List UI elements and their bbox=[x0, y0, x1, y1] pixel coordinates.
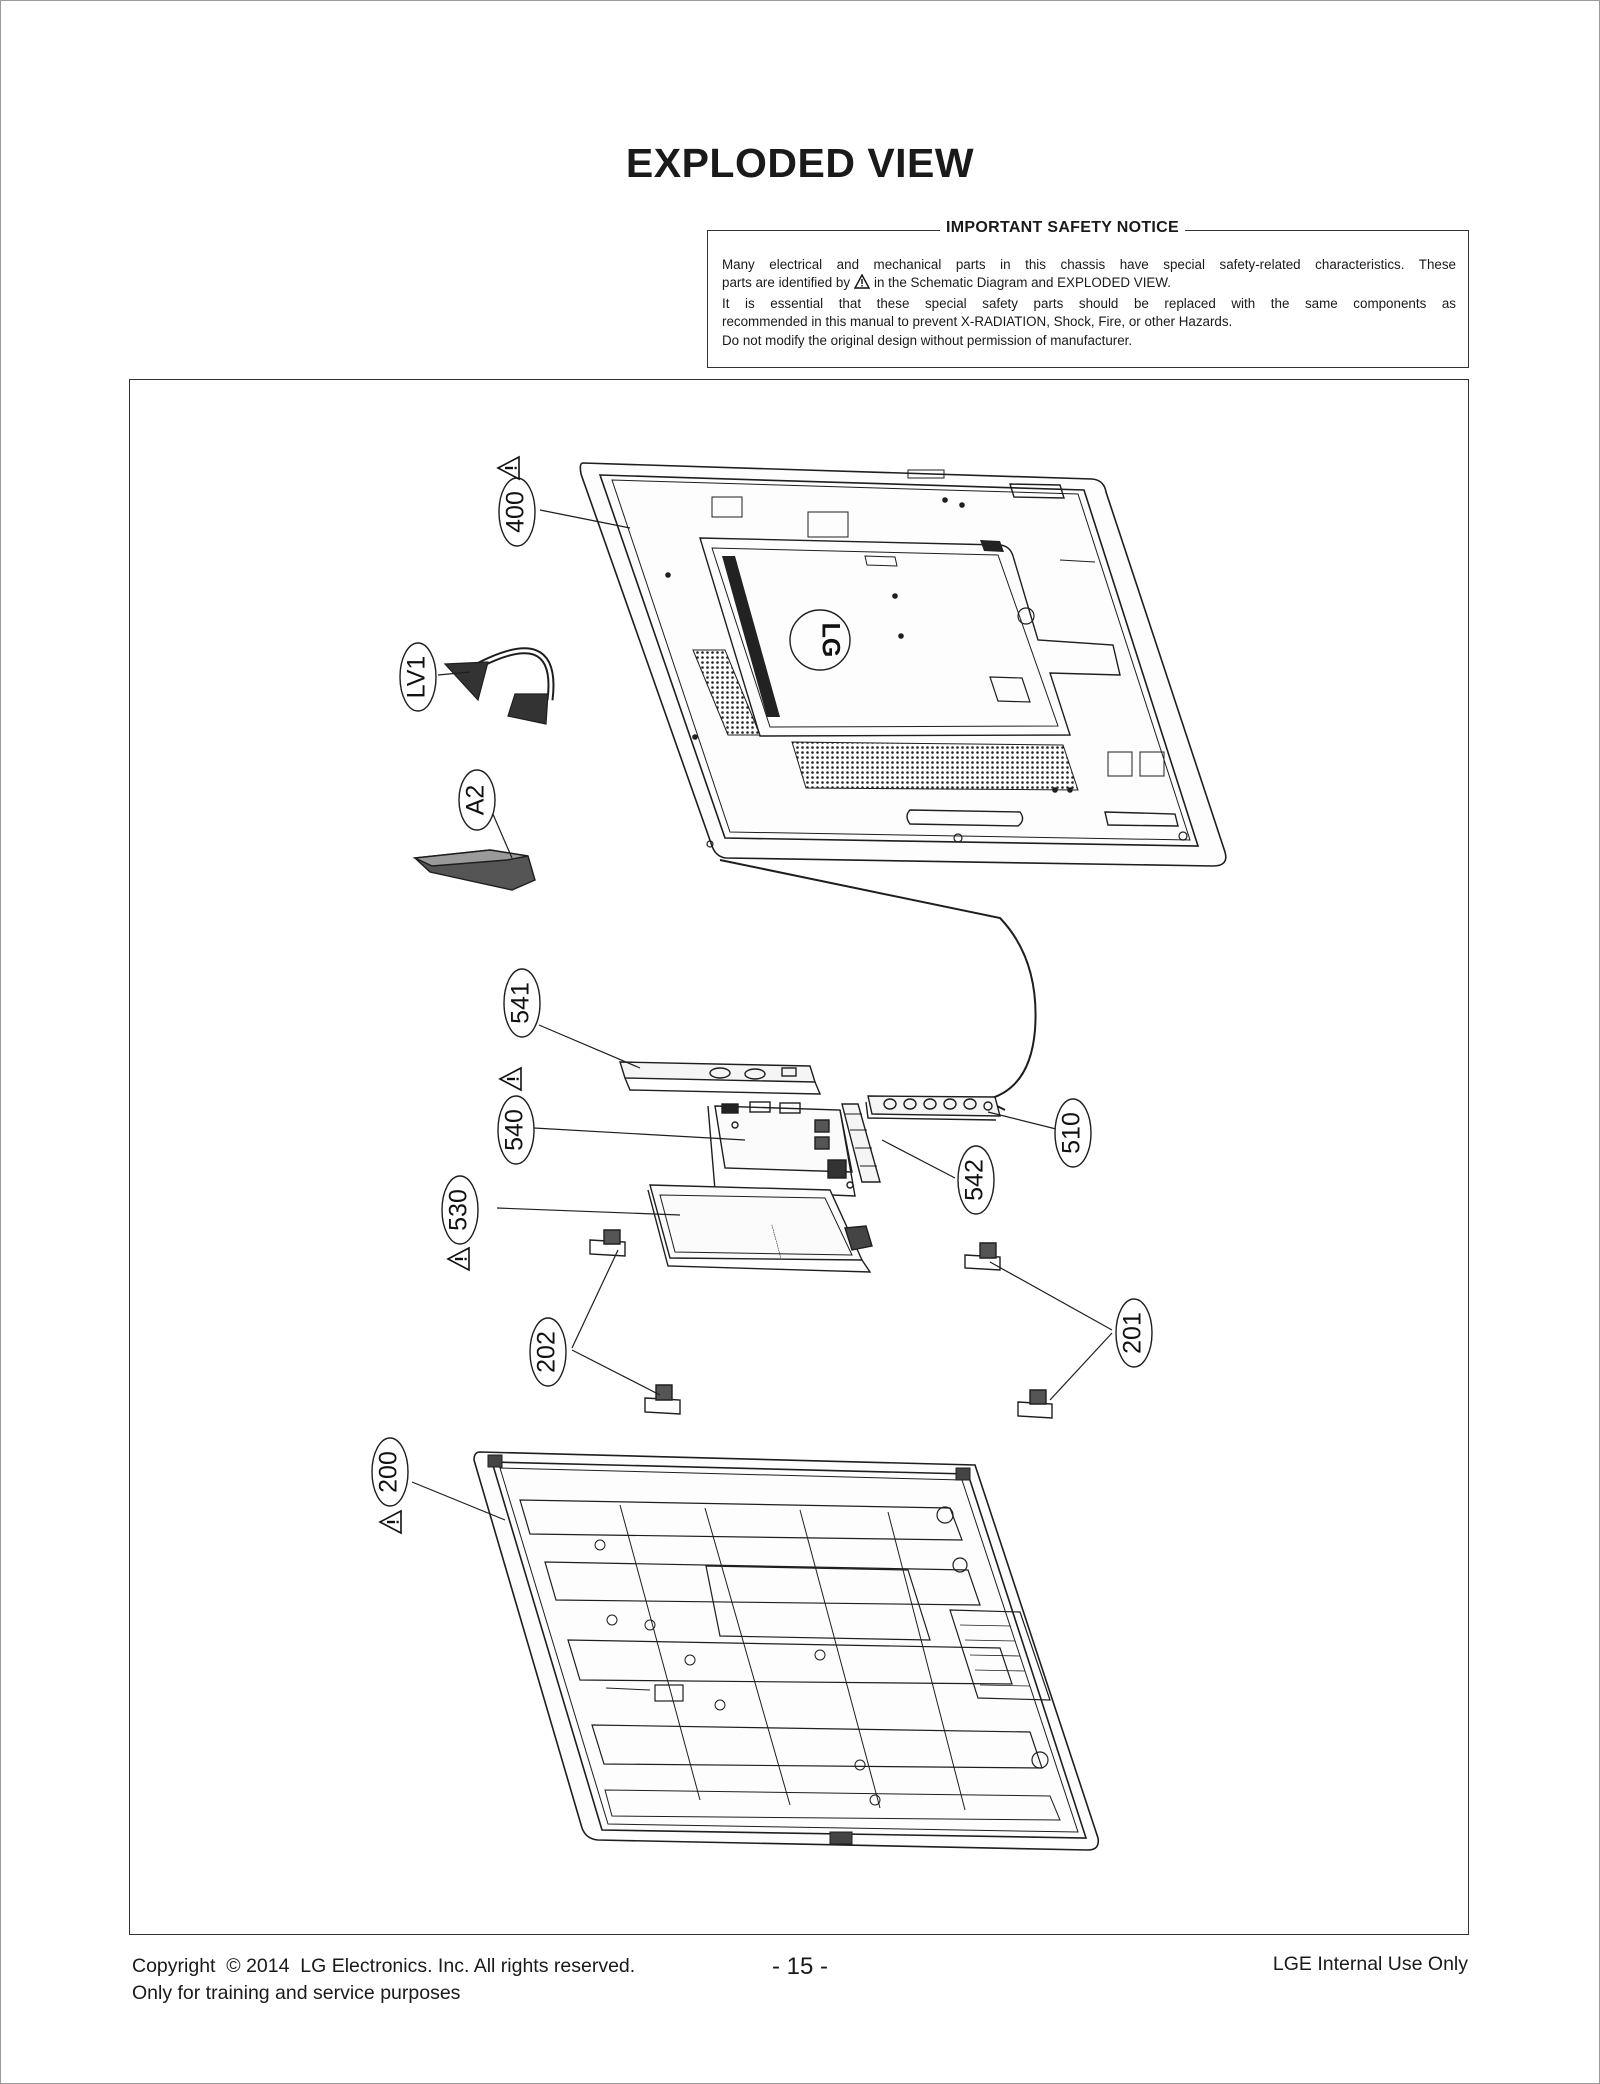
callout-540: 540 bbox=[497, 1095, 535, 1165]
notice-line-2-after: in the Schematic Diagram and EXPLODED VI… bbox=[874, 275, 1171, 291]
callout-540-label: 540 bbox=[501, 1109, 529, 1151]
callout-201-label: 201 bbox=[1119, 1312, 1147, 1354]
callout-541: 541 bbox=[503, 968, 541, 1038]
footer-left: Copyright © 2014 LG Electronics. Inc. Al… bbox=[132, 1953, 635, 2007]
footer-internal: LGE Internal Use Only bbox=[1272, 1953, 1468, 1975]
notice-line-1: Many electrical and mechanical parts in … bbox=[722, 257, 1456, 272]
main-board-540 bbox=[707, 1101, 856, 1197]
callout-lv1-label: LV1 bbox=[403, 656, 431, 699]
warning-triangle-icon bbox=[447, 1247, 470, 1271]
panel-logo: LG bbox=[816, 623, 844, 658]
leader-lines bbox=[411, 509, 1113, 1521]
notice-line-3: It is essential that these special safet… bbox=[722, 295, 1456, 311]
bracket-202-upper bbox=[589, 1229, 626, 1257]
callout-541-label: 541 bbox=[507, 982, 535, 1024]
cable-lv1 bbox=[443, 647, 555, 725]
callout-202: 202 bbox=[529, 1317, 567, 1387]
page-title: EXPLODED VIEW bbox=[625, 140, 975, 186]
warning-triangle-icon bbox=[853, 273, 871, 294]
warning-triangle-icon bbox=[499, 1067, 522, 1091]
callout-lv1: LV1 bbox=[399, 642, 437, 712]
callout-400: 400 bbox=[498, 477, 536, 547]
callout-510: 510 bbox=[1054, 1098, 1092, 1168]
callout-530: 530 bbox=[441, 1175, 479, 1245]
notice-line-2: parts are identified by in the Schematic … bbox=[722, 273, 1456, 294]
notice-line-5: Do not modify the original design withou… bbox=[722, 332, 1133, 348]
callout-530-label: 530 bbox=[445, 1189, 473, 1231]
bracket-202-lower bbox=[644, 1384, 681, 1415]
callout-200: 200 bbox=[371, 1437, 409, 1507]
back-cover-400 bbox=[579, 462, 1227, 1111]
power-board-530: --------------- bbox=[647, 1184, 873, 1273]
footer-purpose: Only for training and service purposes bbox=[132, 1982, 461, 2004]
warning-triangle-icon bbox=[379, 1510, 402, 1534]
stand-base-a2 bbox=[412, 849, 536, 891]
footer-page-number: - 15 - bbox=[771, 1953, 828, 1980]
callout-a2: A2 bbox=[458, 769, 496, 831]
callout-542-label: 542 bbox=[961, 1159, 989, 1201]
notice-line-2-before: parts are identified by bbox=[722, 275, 851, 291]
callout-201: 201 bbox=[1115, 1298, 1153, 1368]
callout-542: 542 bbox=[957, 1145, 995, 1215]
warning-triangle-icon bbox=[497, 456, 520, 480]
callout-202-label: 202 bbox=[533, 1331, 561, 1373]
bracket-201-upper bbox=[964, 1242, 1001, 1271]
safety-notice-heading: IMPORTANT SAFETY NOTICE bbox=[940, 219, 1185, 237]
callout-200-label: 200 bbox=[375, 1451, 403, 1493]
board-542 bbox=[841, 1103, 881, 1183]
callout-a2-label: A2 bbox=[462, 785, 490, 816]
notice-line-4: recommended in this manual to prevent X-… bbox=[722, 314, 1233, 330]
footer-copyright: Copyright © 2014 LG Electronics. Inc. Al… bbox=[132, 1955, 636, 1977]
control-panel-510 bbox=[865, 1095, 1001, 1121]
callout-400-label: 400 bbox=[502, 491, 530, 533]
callout-510-label: 510 bbox=[1058, 1112, 1086, 1154]
bracket-541 bbox=[619, 1061, 822, 1095]
safety-notice-text: Many electrical and mechanical parts in … bbox=[722, 256, 1456, 350]
panel-chassis-200 bbox=[473, 1451, 1100, 1851]
bracket-201-lower bbox=[1017, 1389, 1053, 1419]
diagram-frame bbox=[129, 379, 1469, 1935]
